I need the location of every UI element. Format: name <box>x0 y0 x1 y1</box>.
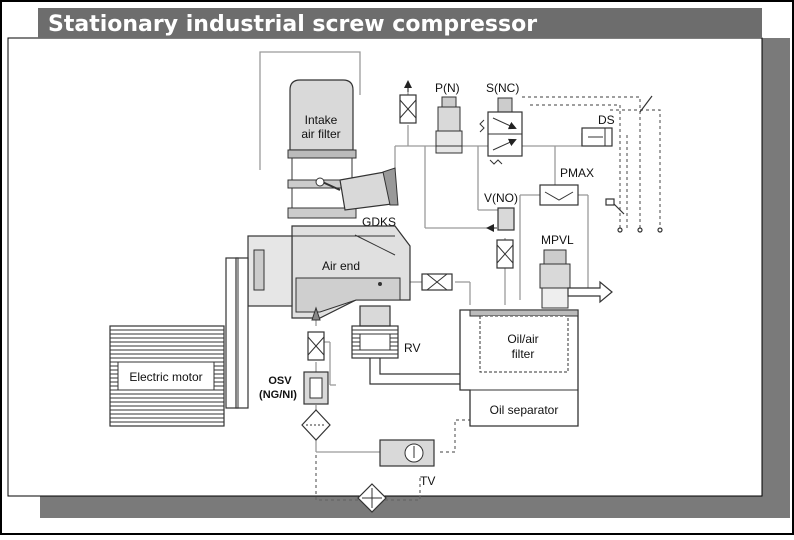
snc-label: S(NC) <box>486 81 519 95</box>
electric-motor-label: Electric motor <box>129 370 202 384</box>
rv-label: RV <box>404 341 420 355</box>
pmax-label: PMAX <box>560 166 594 180</box>
oil-cooler <box>357 483 387 513</box>
safety-valve-pmax: PMAX <box>539 166 594 206</box>
title-bar <box>38 8 762 38</box>
oil-air-filter-label-line1: Oil/air <box>507 332 538 346</box>
oil-stop-valve-osv: OSV (NG/NI) <box>259 371 329 405</box>
diagram-title: Stationary industrial screw compressor <box>48 12 537 37</box>
oil-air-filter-label-line2: filter <box>512 347 535 361</box>
vno-label: V(NO) <box>484 191 518 205</box>
control-air-lines <box>259 51 589 453</box>
oil-separator-tank: Oil/air filter Oil separator <box>459 309 579 427</box>
tv-label: TV <box>420 474 435 488</box>
oil-piping <box>369 358 468 385</box>
osv-label-line1: OSV <box>268 375 292 387</box>
restrictor-valve-top <box>399 80 417 124</box>
frame-shadow-bottom <box>40 496 790 518</box>
restrictor-valve-vno <box>496 239 514 269</box>
ds-label: DS <box>598 113 615 127</box>
pn-label: P(N) <box>435 81 460 95</box>
solenoid-valve-snc: S(NC) <box>479 81 523 165</box>
thermostatic-valve-tv: TV <box>379 439 435 488</box>
return-valve-rv: RV <box>351 305 420 359</box>
restrictor-valve-horizontal <box>421 273 453 291</box>
air-end: Air end <box>247 225 411 319</box>
belt-drive <box>225 257 249 409</box>
oil-separator-label: Oil separator <box>490 403 559 417</box>
mpvl-label: MPVL <box>541 233 574 247</box>
osv-label-line2: (NG/NI) <box>259 389 297 401</box>
pressure-switch-ds: DS <box>581 113 615 147</box>
oil-filter <box>301 409 331 441</box>
restrictor-valve-osv <box>307 306 325 361</box>
frame-shadow-right <box>762 38 790 496</box>
electric-motor: Electric motor <box>109 325 225 427</box>
vent-valve-vno: V(NO) <box>484 191 518 232</box>
intake-filter-label-line2: air filter <box>301 127 340 141</box>
intake-filter-label-line1: Intake <box>305 113 338 127</box>
pressure-regulator-pn: P(N) <box>435 81 463 154</box>
minimum-pressure-valve-mpvl: MPVL <box>539 233 613 309</box>
gdks-actuator: GDKS <box>315 167 399 229</box>
air-end-label: Air end <box>322 259 360 273</box>
switch-contacts <box>605 95 663 233</box>
